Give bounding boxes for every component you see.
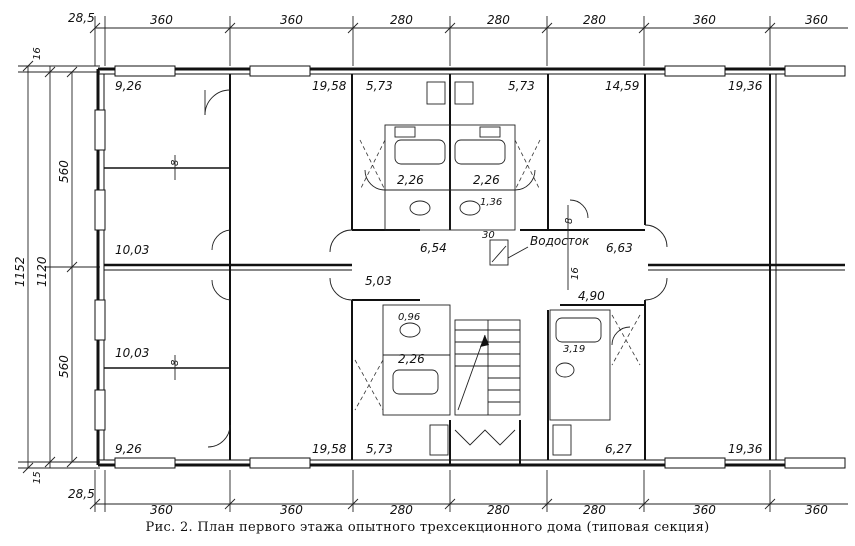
area-19-36-top: 19,36 [728, 79, 763, 93]
area-6-27: 6,27 [605, 442, 632, 456]
dim-bottom-2: 360 [280, 503, 303, 517]
dim-bottom-3: 280 [390, 503, 413, 517]
area-2-26-left: 2,26 [397, 173, 424, 187]
dim-bottom-7: 360 [805, 503, 828, 517]
area-5-03: 5,03 [365, 274, 392, 288]
dim-left-560-top: 560 [57, 160, 71, 183]
dim-8-left-top: 8 [170, 160, 181, 166]
area-3-19: 3,19 [563, 344, 585, 355]
area-5-73-bottom: 5,73 [366, 442, 393, 456]
area-5-73-left: 5,73 [366, 79, 393, 93]
dim-bottom-1: 360 [150, 503, 173, 517]
area-19-36-bottom: 19,36 [728, 442, 763, 456]
area-10-03-top: 10,03 [115, 243, 149, 257]
dim-top-5: 280 [583, 13, 606, 27]
sanitary-block-bottom [354, 304, 641, 456]
left-dimension-chain: 16 1152 1120 560 560 15 [13, 47, 100, 484]
area-9-26-top: 9,26 [115, 79, 142, 93]
dim-left-15: 15 [32, 471, 43, 484]
annotations: Водосток 30 8 8 8 16 [170, 155, 590, 380]
staircase [454, 239, 521, 416]
area-2-26-right: 2,26 [473, 173, 500, 187]
dim-left-560-bottom: 560 [57, 355, 71, 378]
area-19-58-top: 19,58 [312, 79, 347, 93]
dim-top-1: 360 [150, 13, 173, 27]
floor-plan-drawing: 28,5 360 360 280 280 280 360 360 28,5 36… [13, 11, 848, 517]
dim-top-3: 280 [390, 13, 413, 27]
area-5-73-right: 5,73 [508, 79, 535, 93]
exterior-walls [94, 65, 846, 469]
area-0-96: 0,96 [398, 312, 420, 323]
dim-bottom-4: 280 [487, 503, 510, 517]
dim-30: 30 [482, 230, 495, 241]
dim-left-1120: 1120 [35, 256, 49, 287]
dim-bottom-5: 280 [583, 503, 606, 517]
dim-left-16: 16 [32, 47, 43, 60]
area-19-58-bottom: 19,58 [312, 442, 347, 456]
area-6-63: 6,63 [606, 241, 633, 255]
figure-caption: Рис. 2. План первого этажа опытного трех… [145, 520, 710, 535]
dim-left-1152: 1152 [13, 256, 27, 287]
interior-partitions [104, 74, 777, 465]
dim-top-2: 360 [280, 13, 303, 27]
area-4-90: 4,90 [578, 289, 605, 303]
area-1-36: 1,36 [480, 197, 502, 208]
drain-label: Водосток [530, 234, 590, 248]
area-14-59: 14,59 [605, 79, 639, 93]
dim-8-right: 8 [564, 218, 575, 224]
bottom-dimension-chain: 28,5 360 360 280 280 280 360 360 [68, 470, 848, 517]
area-2-26-bottom: 2,26 [398, 352, 425, 366]
dim-top-7: 360 [805, 13, 828, 27]
room-areas: 9,26 19,58 5,73 5,73 14,59 19,36 10,03 1… [115, 79, 763, 456]
dim-top-4: 280 [487, 13, 510, 27]
area-10-03-bottom: 10,03 [115, 346, 149, 360]
dim-8-left-bottom: 8 [170, 360, 181, 366]
dim-16-right: 16 [570, 267, 581, 280]
dim-top-0: 28,5 [68, 11, 95, 25]
dim-top-6: 360 [693, 13, 716, 27]
area-6-54: 6,54 [420, 241, 447, 255]
dim-bottom-6: 360 [693, 503, 716, 517]
corridor-walls [104, 263, 845, 271]
dim-bottom-0: 28,5 [68, 487, 95, 501]
sanitary-block-top [359, 81, 589, 231]
top-dimension-chain: 28,5 360 360 280 280 280 360 360 [68, 11, 848, 66]
area-9-26-bottom: 9,26 [115, 442, 142, 456]
